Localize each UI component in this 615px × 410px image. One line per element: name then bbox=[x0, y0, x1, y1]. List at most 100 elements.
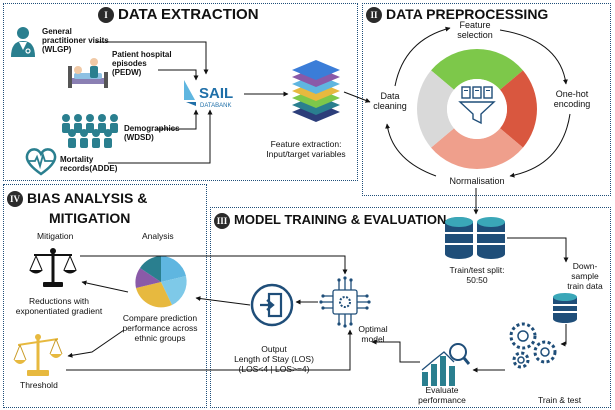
arrow-mitigation-optimal bbox=[80, 255, 348, 275]
compare-label: Compare prediction performance across et… bbox=[110, 313, 210, 343]
data-cleaning-line1: Data bbox=[380, 91, 400, 101]
source-adde-line2: records bbox=[60, 164, 90, 174]
source-pedw-label: Patient hospital episodes (PEDW) bbox=[112, 50, 172, 78]
output-line1: Output bbox=[261, 344, 287, 354]
data-cleaning-label: Data cleaning bbox=[369, 91, 411, 112]
gears-icon bbox=[509, 322, 557, 369]
train-test-split-label: Train/test split: 50:50 bbox=[432, 265, 522, 286]
panel-bias-analysis bbox=[3, 184, 207, 408]
panel2-title-text: DATA PREPROCESSING bbox=[386, 6, 549, 22]
source-wdsd-code: (WDSD) bbox=[124, 133, 154, 143]
panel1-badge: I bbox=[98, 7, 114, 24]
downsample-line3: train data bbox=[567, 280, 603, 291]
feature-selection-line2: selection bbox=[457, 30, 493, 41]
compare-line3: ethnic groups bbox=[134, 332, 186, 343]
reductions-line1: Reductions with bbox=[28, 296, 89, 306]
optimal-model-line1: Optimal bbox=[358, 324, 388, 334]
source-pedw-code: (PEDW) bbox=[112, 68, 142, 78]
compare-line2: performance across bbox=[122, 322, 198, 333]
normalisation-text: Normalisation bbox=[449, 176, 505, 186]
output-line3: (LOS<4 | LOS>=4) bbox=[238, 363, 310, 374]
arrow-evaluate-optimal bbox=[371, 339, 420, 363]
evaluate-label: Evaluate performance bbox=[404, 385, 480, 406]
output-line2: Length of Stay (LOS) bbox=[234, 353, 314, 364]
arrow-wdsd-sail bbox=[156, 109, 199, 130]
panel-model-training bbox=[210, 207, 611, 408]
arrow-wlgp-sail bbox=[95, 41, 209, 75]
feature-selection-line1: Feature bbox=[459, 20, 491, 30]
source-adde-label: Mortality records(ADDE) bbox=[60, 155, 117, 173]
performance-chart-icon bbox=[421, 343, 470, 386]
feature-extraction-line1: Feature extraction: bbox=[270, 139, 342, 149]
optimal-model-line2: model bbox=[361, 333, 385, 344]
exit-door-icon bbox=[250, 283, 294, 327]
panel4-badge: IV bbox=[7, 191, 23, 208]
arrow-pedw-sail bbox=[158, 69, 199, 81]
ring-segment-normalisation bbox=[431, 128, 523, 169]
panel2-badge: II bbox=[366, 7, 382, 24]
train-test-split-line2: 50:50 bbox=[466, 274, 488, 285]
source-wlgp-code: (WLGP) bbox=[42, 45, 72, 55]
downsample-line2: sample bbox=[571, 270, 599, 281]
heart-pulse-icon bbox=[25, 148, 57, 176]
sail-databank-logo: SAIL DATABANK bbox=[184, 80, 233, 109]
arrow-compare-threshold bbox=[67, 329, 125, 358]
threshold-label: Threshold bbox=[20, 380, 58, 391]
source-adde-code: (ADDE) bbox=[89, 164, 118, 174]
arrow-adde-sail bbox=[108, 109, 213, 164]
train-and-test-text: Train & test bbox=[538, 395, 582, 405]
hospital-bed-icon bbox=[68, 58, 108, 88]
source-wlgp-label: General practitioner visits (WLGP) bbox=[42, 27, 109, 55]
downsample-label: Down- sample train data bbox=[560, 261, 610, 291]
compare-line1: Compare prediction bbox=[122, 313, 198, 323]
one-hot-line2: encoding bbox=[553, 99, 591, 110]
feature-extraction-line2: Input/target variables bbox=[266, 148, 346, 159]
evaluate-line2: performance bbox=[418, 394, 466, 405]
arrow-layers-cleaning bbox=[343, 91, 371, 103]
panel3-badge: III bbox=[214, 212, 230, 229]
arrow-downsample-gears bbox=[560, 324, 567, 347]
data-cleaning-line2: cleaning bbox=[373, 101, 407, 112]
source-adde-line1: Mortality bbox=[60, 155, 94, 164]
reductions-label: Reductions with exponentiated gradient bbox=[4, 296, 114, 317]
panel1-title-text: DATA EXTRACTION bbox=[118, 6, 259, 23]
evaluate-line1: Evaluate bbox=[425, 385, 459, 395]
ring-segment-feature-selection bbox=[431, 49, 523, 90]
ring-segment-one-hot bbox=[499, 70, 537, 148]
feature-selection-label: Feature selection bbox=[440, 20, 510, 41]
database-icon-downsampled bbox=[553, 293, 577, 323]
arrow-cycle-bottom-left bbox=[385, 123, 437, 177]
train-test-split-line1: Train/test split: bbox=[449, 265, 505, 275]
pie-chart-icon bbox=[135, 256, 187, 308]
arrow-threshold-optimal bbox=[66, 329, 353, 371]
sail-sub: DATABANK bbox=[200, 103, 231, 109]
feature-extraction-label: Feature extraction: Input/target variabl… bbox=[256, 139, 356, 160]
ring-segment-cleaning bbox=[417, 70, 455, 148]
arrow-cycle-top-right bbox=[499, 29, 568, 85]
one-hot-line1: One-hot bbox=[555, 89, 589, 99]
population-icon bbox=[62, 114, 118, 148]
layers-icon bbox=[292, 60, 340, 122]
source-wlgp-line2: practitioner visits bbox=[42, 36, 109, 46]
doctor-icon bbox=[11, 27, 35, 57]
arrow-compare-reductions bbox=[81, 280, 129, 293]
arrow-cycle-right-bottom bbox=[509, 113, 571, 178]
train-and-test-label: Train & test bbox=[538, 395, 582, 406]
optimal-model-label: Optimal model bbox=[348, 324, 398, 345]
sail-name: SAIL bbox=[199, 85, 233, 102]
arrow-cycle-left-top bbox=[394, 26, 451, 87]
reductions-line2: exponentiated gradient bbox=[15, 305, 103, 316]
panel4-title-line1: BIAS ANALYSIS & bbox=[27, 190, 148, 206]
source-pedw-line2: episodes bbox=[112, 59, 147, 69]
mitigation-label: Mitigation bbox=[37, 231, 73, 242]
source-wdsd-label: Demographics (WDSD) bbox=[124, 124, 180, 142]
normalisation-label: Normalisation bbox=[434, 176, 520, 186]
panel-data-extraction bbox=[3, 3, 358, 181]
source-wlgp-line1: General bbox=[42, 27, 72, 36]
panel4-title-line2: MITIGATION bbox=[49, 210, 131, 226]
